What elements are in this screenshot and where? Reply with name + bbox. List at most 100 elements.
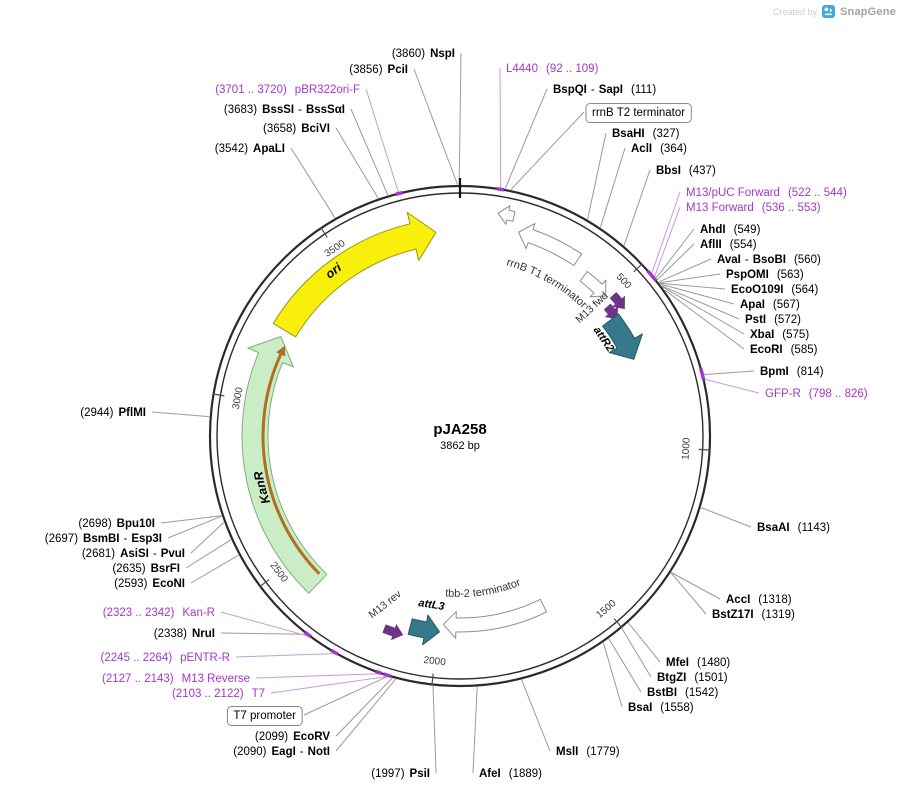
enzyme-label[interactable]: (2944)PflMI [80, 407, 146, 419]
ring-mark-M13-reverse-site[interactable] [374, 669, 383, 676]
enzyme-label[interactable]: BbsI(437) [656, 165, 716, 177]
enzyme-label[interactable]: (3683)BssSI-BssSαI [224, 104, 345, 116]
primer-label[interactable]: (2127 .. 2143)M13 Reverse [102, 673, 250, 685]
primer-label[interactable]: M13 Forward(536 .. 553) [686, 202, 821, 214]
primer-label[interactable]: M13/pUC Forward(522 .. 544) [686, 187, 847, 199]
tick-label-2000: 2000 [423, 655, 447, 668]
enzyme-label[interactable]: (2090)EagI-NotI [233, 746, 330, 758]
feature-ori[interactable] [272, 211, 437, 338]
feature-rrnB-T2-terminator-arrow[interactable] [497, 205, 516, 225]
enzyme-label[interactable]: PstI(572) [745, 314, 801, 326]
label-part: (3860) [392, 48, 425, 60]
primer-label[interactable]: GFP-R(798 .. 826) [765, 388, 868, 400]
label-part: - [300, 746, 304, 758]
feature-M13-fwd-arrow[interactable] [579, 271, 607, 298]
ring-mark-GFP-R-site[interactable] [699, 368, 706, 381]
attL3-label[interactable]: attL3 [418, 597, 446, 613]
enzyme-label[interactable]: BtgZI(1501) [657, 672, 728, 684]
label-part: (522 .. 544) [788, 187, 847, 199]
enzyme-label[interactable]: AfeI(1889) [479, 768, 542, 780]
enzyme-label[interactable]: AvaI-BsoBI(560) [717, 254, 821, 266]
enzyme-label[interactable]: AclI(364) [631, 143, 687, 155]
label-part: BtgZI [657, 672, 686, 684]
leader-line [472, 686, 478, 774]
enzyme-label[interactable]: AhdI(549) [700, 224, 761, 236]
enzyme-label[interactable]: (3542)ApaLI [215, 143, 285, 155]
label-part: BbsI [656, 165, 681, 177]
enzyme-label[interactable]: (2593)EcoNI [114, 578, 185, 590]
enzyme-label[interactable]: BstZ17I(1319) [712, 609, 795, 621]
primer-label[interactable]: (3701 .. 3720)pBR322ori-F [215, 84, 360, 96]
feature-attR2-arrow[interactable] [602, 313, 643, 360]
label-part: (585) [791, 344, 818, 356]
enzyme-label[interactable]: (2338)NruI [154, 628, 215, 640]
feature-KanR[interactable] [241, 336, 328, 594]
primer-label[interactable]: (2323 .. 2342)Kan-R [103, 607, 215, 619]
leader-line [659, 282, 726, 290]
rrnB-T1-terminator-label[interactable]: rrnB T1 terminator [505, 256, 589, 311]
enzyme-label[interactable]: (2099)EcoRV [255, 731, 330, 743]
annotation-box-label[interactable]: T7 promoter [233, 710, 296, 722]
ring-mark-L4440-site[interactable] [497, 187, 505, 192]
label-part: NotI [308, 746, 330, 758]
M13-rev-label[interactable]: M13 rev [367, 588, 405, 621]
enzyme-label[interactable]: (2635)BsrFI [112, 563, 180, 575]
feature-M13-forward-primer-arrow[interactable] [609, 292, 625, 310]
enzyme-label[interactable]: EcoRI(585) [750, 344, 818, 356]
ring-mark-M13-forward-sites[interactable] [646, 269, 658, 282]
label-part: GFP-R [765, 388, 801, 400]
ring-mark-Kan-R-site[interactable] [303, 630, 313, 639]
tick-label-1500: 1500 [594, 598, 618, 621]
label-part: (567) [773, 299, 800, 311]
label-part: (3701 .. 3720) [215, 84, 287, 96]
enzyme-label[interactable]: XbaI(575) [750, 329, 809, 341]
primer-label[interactable]: L4440(92 .. 109) [506, 63, 599, 75]
leader-line [704, 378, 760, 394]
enzyme-label[interactable]: AccI(1318) [726, 594, 792, 606]
enzyme-label[interactable]: (3856)PciI [349, 64, 408, 76]
ring-mark-pBR322ori-F-site[interactable] [394, 190, 404, 197]
enzyme-label[interactable]: (1997)PsiI [371, 768, 430, 780]
enzyme-label[interactable]: (2697)BsmBI-Esp3I [45, 533, 162, 545]
feature-rrnB-T1-terminator-arrow[interactable] [518, 223, 583, 266]
enzyme-label[interactable]: MfeI(1480) [666, 657, 730, 669]
primer-label[interactable]: (2245 .. 2264)pENTR-R [101, 652, 230, 664]
primer-label[interactable]: (2103 .. 2122)T7 [172, 688, 265, 700]
enzyme-label[interactable]: BsaAI(1143) [757, 522, 830, 534]
ring-mark-T7-site[interactable] [383, 672, 392, 678]
label-part: (2103 .. 2122) [172, 688, 244, 700]
enzyme-label[interactable]: (2681)AsiSI-PvuI [82, 548, 185, 560]
enzyme-label[interactable]: (3658)BciVI [263, 123, 330, 135]
tbb-2-terminator-label[interactable]: tbb-2 terminator [445, 576, 523, 600]
enzyme-label[interactable]: PspOMI(563) [726, 269, 804, 281]
enzyme-label[interactable]: BsaI(1558) [628, 702, 694, 714]
ring-mark-pENTR-R-site[interactable] [330, 648, 339, 656]
credit: Created by SnapGene [773, 5, 896, 18]
label-part: XbaI [750, 329, 774, 341]
annotation-box [226, 706, 303, 726]
feature-M13-rev-primer-arrow[interactable] [382, 624, 404, 641]
enzyme-label[interactable]: EcoO109I(564) [731, 284, 818, 296]
label-part: (2338) [154, 628, 187, 640]
annotation-box-label[interactable]: rrnB T2 terminator [592, 107, 685, 119]
enzyme-label[interactable]: BsaHI(327) [612, 128, 680, 140]
enzyme-label[interactable]: AflII(554) [700, 239, 757, 251]
leader-line [656, 243, 695, 281]
tick-mark-2500 [259, 579, 270, 588]
leader-line [350, 108, 389, 196]
feature-tbb-2-terminator-arrow[interactable] [442, 598, 547, 639]
enzyme-label[interactable]: MslI(1779) [556, 746, 620, 758]
label-part: (364) [660, 143, 687, 155]
tick-mark-1000 [698, 448, 711, 451]
feature-attL3-arrow[interactable] [407, 614, 440, 646]
plasmid-ring-outer [208, 184, 712, 688]
enzyme-label[interactable]: ApaI(567) [740, 299, 800, 311]
enzyme-label[interactable]: (2698)Bpu10I [78, 518, 155, 530]
enzyme-label[interactable]: BstBI(1542) [647, 687, 718, 699]
enzyme-label[interactable]: BspQI-SapI(111) [553, 84, 656, 96]
leader-line [220, 611, 308, 637]
enzyme-label[interactable]: BpmI(814) [760, 366, 824, 378]
enzyme-label[interactable]: (3860)NspI [392, 48, 455, 60]
feature-M13-puc-forward-primer-arrow[interactable] [603, 303, 618, 320]
